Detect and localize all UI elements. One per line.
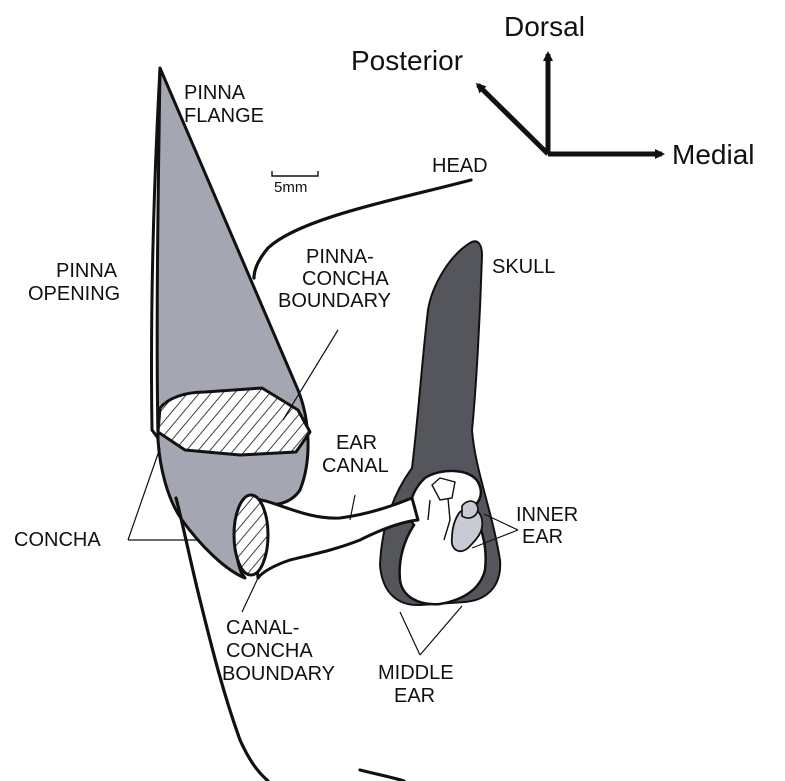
medial-label: Medial [672, 139, 754, 170]
pinna-opening-label: PINNA OPENING [28, 260, 122, 305]
ear-canal-label: EAR CANAL [322, 432, 389, 477]
inner-ear-label: INNER EAR [516, 504, 584, 548]
scale-bar-label: 5mm [274, 179, 307, 196]
head-label: HEAD [432, 155, 488, 177]
pinna-opening-face [151, 68, 160, 438]
posterior-arrow [478, 85, 548, 154]
concha-label: CONCHA [14, 529, 101, 551]
inner-ear-upper [462, 501, 478, 518]
skull-label: SKULL [492, 256, 555, 278]
pinna-concha-boundary-label: PINNA- CONCHA BOUNDARY [278, 246, 393, 312]
pinna-flange-label: PINNA FLANGE [184, 82, 264, 127]
canal-concha-boundary-label: CANAL- CONCHA BOUNDARY [222, 617, 335, 685]
scale-bar: 5mm [272, 171, 318, 196]
dorsal-label: Dorsal [504, 11, 585, 42]
posterior-label: Posterior [351, 45, 463, 76]
orientation-compass: Dorsal Posterior Medial [351, 11, 754, 170]
canal-concha-boundary-area [234, 495, 268, 575]
middle-ear-label: MIDDLE EAR [378, 662, 459, 707]
